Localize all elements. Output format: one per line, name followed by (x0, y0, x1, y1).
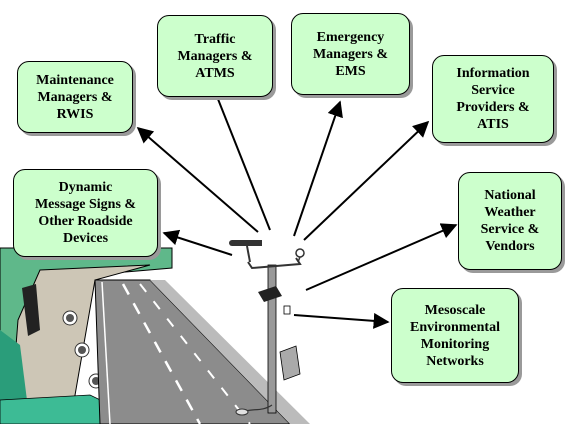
arrow-to-maintenance (136, 126, 259, 233)
national-weather-service-box: National Weather Service & Vendors (458, 172, 562, 270)
box-line: Managers & (37, 89, 113, 105)
box-line: Message Signs & (34, 197, 137, 212)
box-line: Traffic (194, 31, 236, 47)
arrow-to-nws (305, 223, 458, 291)
dynamic-message-signs-box: Dynamic Message Signs & Other Roadside D… (13, 169, 158, 257)
box-line: Maintenance (36, 72, 114, 88)
wall-circle (66, 314, 74, 322)
equipment-cabinet (279, 345, 301, 381)
box-line: Information (456, 66, 530, 81)
road-scene (0, 247, 310, 424)
box-line: Other Roadside (38, 214, 133, 229)
box-line: Service (471, 83, 515, 98)
box-line: Service & (480, 222, 540, 237)
mesoscale-networks-box: Mesoscale Environmental Monitoring Netwo… (391, 288, 519, 383)
road-edge-line (101, 281, 111, 424)
road-surface (94, 279, 291, 424)
lane-marking (121, 283, 202, 424)
box-line: Mesoscale (424, 302, 486, 318)
emergency-managers-box: Emergency Managers & EMS (291, 13, 410, 95)
lane-marking (139, 283, 251, 424)
box-line: Devices (62, 231, 109, 246)
information-service-box: Information Service Providers & ATIS (432, 55, 554, 143)
traffic-managers-box: Traffic Managers & ATMS (157, 15, 273, 97)
anemometer-sensor (232, 240, 262, 246)
box-line: EMS (335, 63, 366, 79)
data-arrows (136, 82, 458, 329)
box-line: Vendors (485, 239, 535, 254)
arrow-to-information (303, 120, 430, 241)
box-line: Emergency (316, 29, 385, 45)
arrow-to-dms (162, 229, 233, 256)
wall-circle (78, 346, 86, 354)
box-line: ATIS (477, 117, 509, 132)
box-line: Environmental (410, 319, 500, 335)
wall-post (22, 284, 40, 336)
arrow-to-traffic (209, 82, 271, 231)
box-line: ATMS (195, 65, 235, 81)
maintenance-managers-box: Maintenance Managers & RWIS (17, 61, 133, 133)
box-line: Weather (484, 205, 536, 220)
box-line: Managers & (177, 48, 253, 64)
wind-vane-sensor (295, 248, 305, 258)
box-line: National (484, 188, 536, 203)
solar-panel (258, 286, 282, 302)
box-line: Networks (426, 353, 484, 369)
arrow-to-mesonet (293, 312, 390, 329)
station-pole (267, 264, 277, 414)
weather-station (229, 240, 305, 416)
box-line: Providers & (456, 100, 530, 115)
arrow-to-emergency (293, 100, 343, 237)
pole-sensor (283, 305, 291, 315)
box-line: Dynamic (58, 180, 113, 195)
box-line: RWIS (56, 106, 94, 122)
box-line: Monitoring (420, 336, 490, 352)
box-line: Managers & (312, 46, 389, 62)
pavement-sensor (235, 408, 249, 416)
station-crossarm (247, 257, 302, 270)
